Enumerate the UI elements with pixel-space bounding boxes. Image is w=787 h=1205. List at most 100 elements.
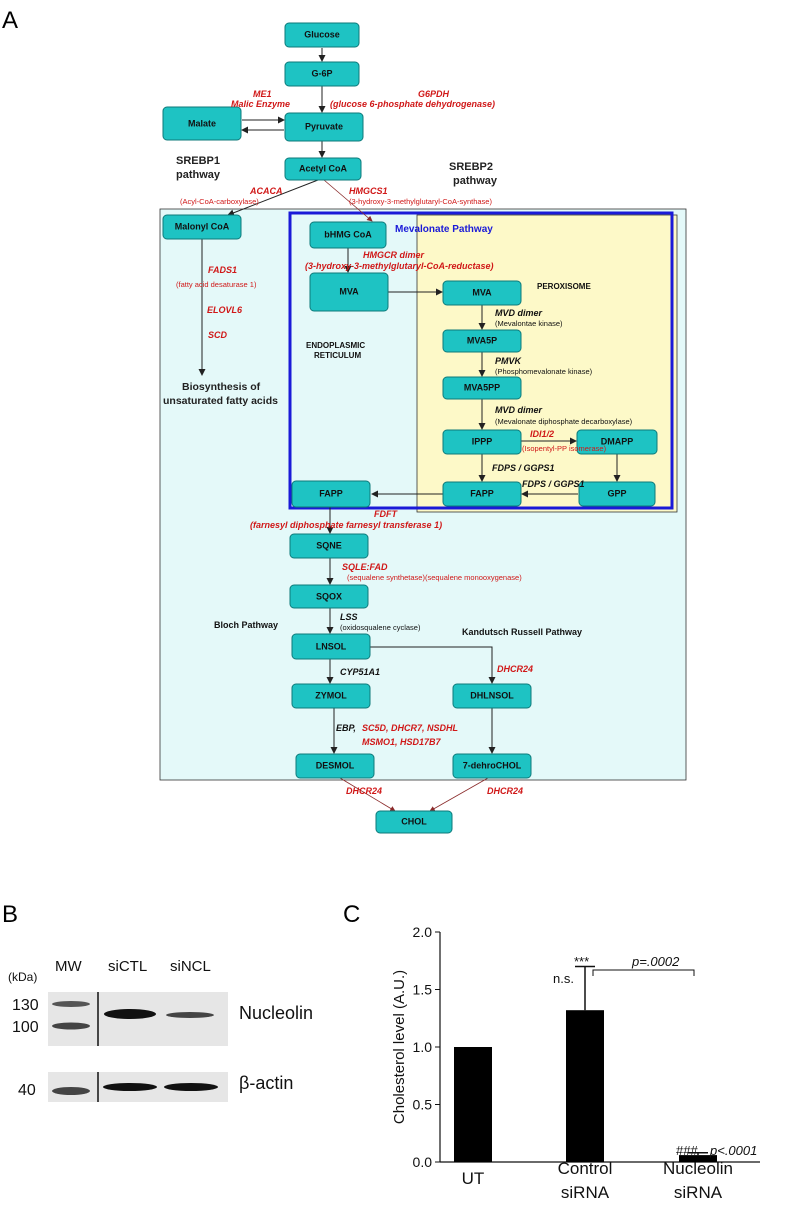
enzyme-sqle: SQLE:FAD xyxy=(342,562,388,572)
lane-label-sincl: siNCL xyxy=(170,958,211,975)
svg-text:DMAPP: DMAPP xyxy=(601,436,634,446)
y-tick-label: 1.5 xyxy=(413,982,433,998)
enzyme-lss-full: (oxidosqualene cyclase) xyxy=(340,623,421,632)
node-sqox: SQOX xyxy=(289,584,369,609)
enzyme-dhcr24-c: DHCR24 xyxy=(487,786,523,796)
svg-text:7-dehroCHOL: 7-dehroCHOL xyxy=(463,760,522,770)
node-ippp: IPPP xyxy=(442,429,522,455)
protein-nucleolin: Nucleolin xyxy=(239,1003,313,1023)
enzyme-idi-full: (Isopentyl-PP isomerase) xyxy=(522,444,607,453)
pathway-edges xyxy=(198,48,621,812)
y-tick-label: 1.0 xyxy=(413,1039,433,1055)
enzyme-ebp: EBP, xyxy=(336,723,356,733)
svg-text:MVA: MVA xyxy=(472,287,492,297)
enzyme-acaca: ACACA xyxy=(249,186,283,196)
enzyme-pmvk: PMVK xyxy=(495,356,523,366)
node-sqne: SQNE xyxy=(289,533,369,559)
enzyme-hmgcr-full: (3-hydroxy-3-methylglutaryl-CoA-reductas… xyxy=(305,261,494,271)
enzyme-fdft: FDFT xyxy=(374,509,398,519)
marker-130: 130 xyxy=(12,997,39,1014)
enzyme-dhcr24-a: DHCR24 xyxy=(497,664,533,674)
svg-text:MVA5P: MVA5P xyxy=(467,335,497,345)
enzyme-hmgcr: HMGCR dimer xyxy=(363,250,425,260)
srebp1-label-2: pathway xyxy=(176,169,221,181)
peroxisome-region xyxy=(416,214,678,513)
node-mva-peroxisome: MVA xyxy=(442,280,522,306)
node-lnsol: LNSOL xyxy=(291,633,371,660)
node-bhmg-coa: bHMG CoA xyxy=(309,221,387,249)
biosynthesis-label-2: unsaturated fatty acids xyxy=(163,395,278,407)
node-desmol: DESMOL xyxy=(295,753,375,779)
enzyme-dhcr24-b: DHCR24 xyxy=(346,786,382,796)
kandutsch-label: Kandutsch Russell Pathway xyxy=(462,627,582,637)
enzyme-sc5d: SC5D, DHCR7, NSDHL xyxy=(362,723,458,733)
svg-text:SQNE: SQNE xyxy=(316,540,342,550)
svg-text:DHLNSOL: DHLNSOL xyxy=(470,690,514,700)
sig-compare-p: p=.0002 xyxy=(631,954,680,969)
svg-text:MVA5PP: MVA5PP xyxy=(464,382,500,392)
enzyme-lss: LSS xyxy=(340,612,358,622)
enzyme-mvd1-full: (Mevalontae kinase) xyxy=(495,319,563,328)
bar xyxy=(566,1010,604,1162)
svg-text:Malate: Malate xyxy=(188,118,216,128)
enzyme-scd: SCD xyxy=(208,330,228,340)
node-chol: CHOL xyxy=(375,810,453,834)
svg-text:DESMOL: DESMOL xyxy=(316,760,355,770)
srebp2-label-2: pathway xyxy=(453,175,498,187)
svg-text:Pyruvate: Pyruvate xyxy=(305,121,343,131)
svg-text:Acetyl CoA: Acetyl CoA xyxy=(299,163,348,173)
svg-text:GPP: GPP xyxy=(607,488,626,498)
node-glucose: Glucose xyxy=(284,22,360,48)
svg-text:MVA: MVA xyxy=(339,286,359,296)
enzyme-fdps-2: FDPS / GGPS1 xyxy=(522,479,585,489)
node-fapp-er: FAPP xyxy=(291,480,371,508)
svg-text:LNSOL: LNSOL xyxy=(316,641,347,651)
marker-100: 100 xyxy=(12,1019,39,1036)
y-tick-label: 0.0 xyxy=(413,1154,433,1170)
node-g6p: G-6P xyxy=(284,61,360,87)
node-mva5p: MVA5P xyxy=(442,329,522,353)
marker-40: 40 xyxy=(18,1082,36,1099)
x-category-label: Nucleolin xyxy=(663,1159,733,1178)
protein-beta-actin: β-actin xyxy=(239,1073,293,1093)
panel-b-letter: B xyxy=(2,901,18,928)
svg-text:ZYMOL: ZYMOL xyxy=(315,690,347,700)
svg-text:CHOL: CHOL xyxy=(401,816,427,826)
enzyme-g6pdh-full: (glucose 6-phosphate dehydrogenase) xyxy=(330,99,495,109)
node-gpp: GPP xyxy=(578,481,656,507)
node-mva-er: MVA xyxy=(309,272,389,312)
enzyme-sqle-full: (sequalene synthetase)(sequalene monooxy… xyxy=(347,573,522,582)
node-malate: Malate xyxy=(162,106,242,141)
node-dmapp: DMAPP xyxy=(576,429,658,455)
node-pyruvate: Pyruvate xyxy=(284,112,364,142)
x-category-label: siRNA xyxy=(561,1183,610,1202)
node-zymol: ZYMOL xyxy=(291,683,371,709)
enzyme-elovl6: ELOVL6 xyxy=(207,305,243,315)
enzyme-me1: ME1 xyxy=(253,89,272,99)
srebp2-label-1: SREBP2 xyxy=(449,161,493,173)
peroxisome-label: PEROXISOME xyxy=(537,282,591,291)
x-category-label: UT xyxy=(462,1169,485,1188)
svg-text:SQOX: SQOX xyxy=(316,591,342,601)
x-category-label: Control xyxy=(558,1159,613,1178)
y-tick-label: 2.0 xyxy=(413,924,433,940)
enzyme-mvd2-full: (Mevalonate diphosphate decarboxylase) xyxy=(495,417,633,426)
svg-text:G-6P: G-6P xyxy=(311,68,332,78)
ns-label: n.s. xyxy=(553,971,574,986)
sig-compare-stars: *** xyxy=(574,954,589,969)
svg-text:FAPP: FAPP xyxy=(470,488,494,498)
enzyme-g6pdh: G6PDH xyxy=(418,89,450,99)
enzyme-malic: Malic Enzyme xyxy=(231,99,290,109)
enzyme-acaca-full: (Acyl-CoA-carboxylase) xyxy=(180,197,259,206)
er-label-2: RETICULUM xyxy=(314,351,361,360)
x-category-label: siRNA xyxy=(674,1183,723,1202)
enzyme-pmvk-full: (Phosphomevalonate kinase) xyxy=(495,367,593,376)
enzyme-mvd2: MVD dimer xyxy=(495,405,543,415)
enzyme-labels: ME1 Malic Enzyme G6PDH (glucose 6-phosph… xyxy=(176,89,633,796)
node-malonyl-coa: Malonyl CoA xyxy=(162,214,242,240)
enzyme-fads1-full: (fatty acid desaturase 1) xyxy=(176,280,257,289)
panel-a-letter: A xyxy=(2,7,18,34)
node-mva5pp: MVA5PP xyxy=(442,376,522,400)
er-label-1: ENDOPLASMIC xyxy=(306,341,365,350)
